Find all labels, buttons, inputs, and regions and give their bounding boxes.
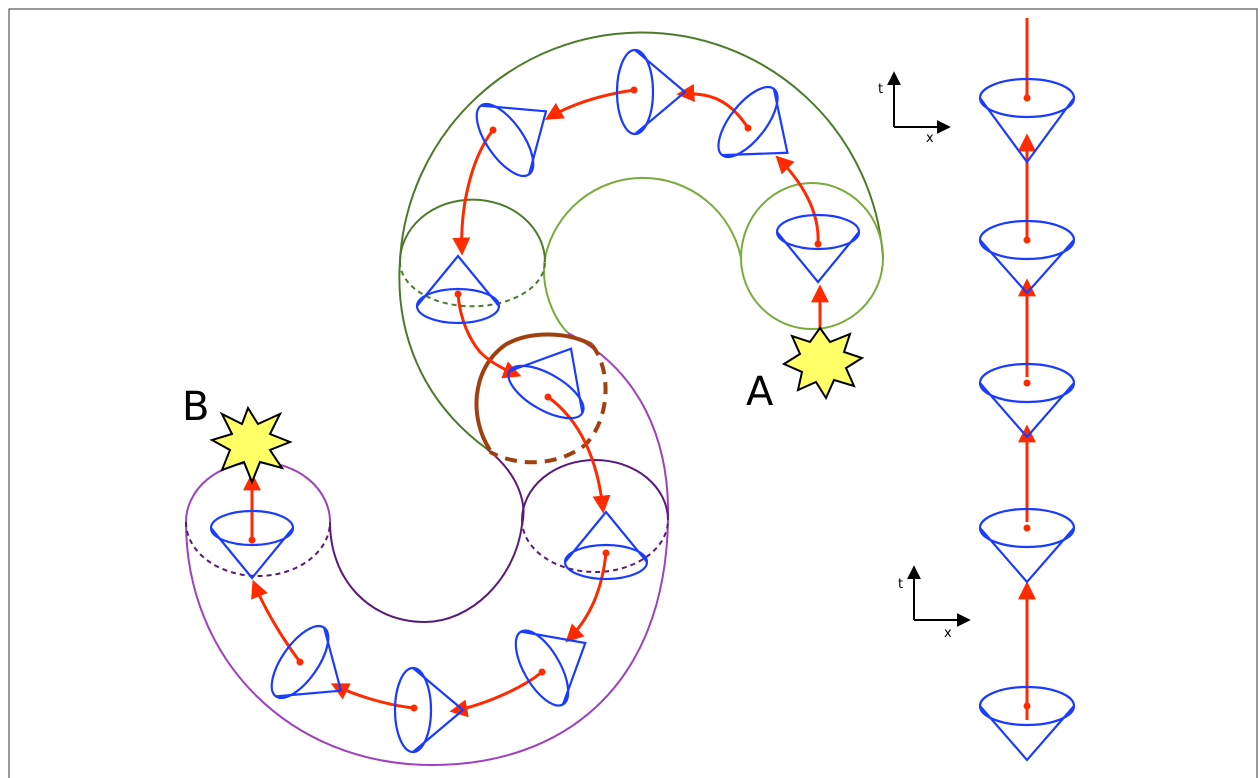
axis-label-x-upper: x: [926, 131, 934, 146]
axes-lower: [907, 565, 971, 627]
light-cone-icon: [507, 347, 585, 420]
light-cone-icon: [978, 77, 1076, 164]
light-cone-icon: [415, 254, 501, 325]
event-label-b: B: [182, 384, 209, 430]
worldline-curved: [243, 84, 829, 718]
light-cone-icon: [209, 509, 295, 580]
region-green: [398, 31, 885, 450]
axes-upper: [887, 71, 951, 134]
axis-label-x-lower: x: [944, 626, 952, 641]
light-cone-icon: [978, 219, 1076, 295]
light-cone-icon: [270, 624, 343, 700]
light-cone-icon: [978, 362, 1076, 439]
light-cones: [209, 48, 1076, 762]
light-cone-icon: [978, 685, 1076, 762]
light-cone-icon: [978, 507, 1076, 584]
light-cone-icon: [393, 666, 465, 754]
light-cone-icon: [615, 48, 687, 136]
starburst-icon: [781, 326, 865, 401]
light-cone-icon: [563, 510, 649, 581]
light-cone-icon: [514, 629, 587, 707]
region-purple: [185, 332, 670, 767]
light-cone-icon: [475, 102, 548, 178]
axis-label-t-lower: t: [898, 577, 903, 592]
light-cone-icon: [775, 213, 861, 284]
frame-border: [8, 8, 1258, 778]
event-label-a: A: [746, 369, 774, 415]
worldline-markers: [248, 86, 1031, 712]
axis-label-t-upper: t: [878, 82, 883, 97]
light-cone-icon: [717, 85, 789, 159]
starburst-icon: [209, 405, 293, 485]
